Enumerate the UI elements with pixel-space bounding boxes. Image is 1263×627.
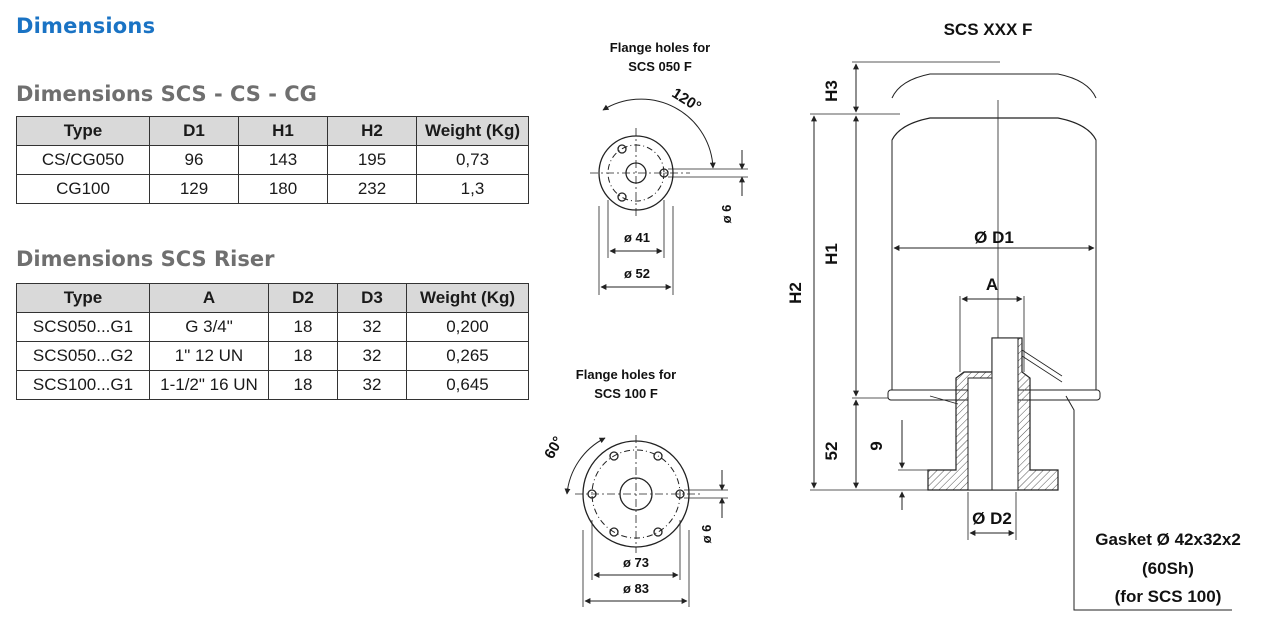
cell-a: G 3/4" <box>149 312 269 342</box>
col-header-type: Type <box>16 116 150 146</box>
dim-h2: H2 <box>786 282 805 304</box>
table2-heading: Dimensions SCS Riser <box>16 247 275 271</box>
flange-100-hole <box>653 527 663 537</box>
flange-100-title-line2: SCS 100 F <box>594 386 658 401</box>
cell-type: SCS100...G1 <box>16 370 150 400</box>
cell-h1: 143 <box>238 145 328 175</box>
dim-h3: H3 <box>822 80 841 102</box>
gasket-label-line3: (for SCS 100) <box>1115 587 1222 606</box>
dimensions-table-scs-cs-cg: Type D1 H1 H2 Weight (Kg) CS/CG050 96 14… <box>16 116 529 204</box>
flange-100-hole-dim: ø 6 <box>699 525 714 544</box>
flange-050-title-line2: SCS 050 F <box>628 59 692 74</box>
dim-d2: Ø D2 <box>972 509 1012 528</box>
flange-050-title-line1: Flange holes for <box>610 40 710 55</box>
flange-050-angle: 120° <box>669 85 704 116</box>
table-row: CS/CG050 96 143 195 0,73 <box>16 145 529 175</box>
table-row: SCS100...G1 1-1/2" 16 UN 18 32 0,645 <box>16 370 529 400</box>
flange-100-inner-dim: ø 73 <box>623 555 649 570</box>
dim-h1: H1 <box>822 243 841 265</box>
cell-d3: 32 <box>337 370 407 400</box>
flange-050-outer-dim: ø 52 <box>624 266 650 281</box>
dim-52: 52 <box>822 442 841 461</box>
cell-h2: 232 <box>327 174 417 204</box>
dim-9: 9 <box>867 441 886 450</box>
cell-d3: 32 <box>337 341 407 371</box>
col-header-type: Type <box>16 283 150 313</box>
cell-h2: 195 <box>327 145 417 175</box>
flange-050-inner-dim: ø 41 <box>624 230 650 245</box>
col-header-d3: D3 <box>337 283 407 313</box>
flange-100-outer-dim: ø 83 <box>623 581 649 596</box>
flange-050-hole <box>617 144 627 154</box>
table-row: CG100 129 180 232 1,3 <box>16 174 529 204</box>
cell-d2: 18 <box>268 370 338 400</box>
flange-100-title-line1: Flange holes for <box>576 367 676 382</box>
cell-type: CS/CG050 <box>16 145 150 175</box>
col-header-d2: D2 <box>268 283 338 313</box>
flange-100-hole <box>609 527 619 537</box>
cell-d1: 96 <box>149 145 239 175</box>
flange-050-hole <box>617 192 627 202</box>
cell-weight: 0,73 <box>416 145 529 175</box>
cell-weight: 1,3 <box>416 174 529 204</box>
flange-100-angle: 60° <box>541 434 567 462</box>
col-header-d1: D1 <box>149 116 239 146</box>
cell-d2: 18 <box>268 341 338 371</box>
table-header-row: Type D1 H1 H2 Weight (Kg) <box>16 116 529 146</box>
flange-100-hole <box>609 451 619 461</box>
flange-100-hole <box>675 489 685 499</box>
flange-050-hole <box>659 168 669 178</box>
flange-050-hole-dim: ø 6 <box>719 205 734 224</box>
col-header-h1: H1 <box>238 116 328 146</box>
dim-a: A <box>986 275 998 294</box>
gasket-label-line2: (60Sh) <box>1142 559 1194 578</box>
col-header-weight: Weight (Kg) <box>406 283 529 313</box>
col-header-h2: H2 <box>327 116 417 146</box>
section-title: SCS XXX F <box>944 20 1033 39</box>
cell-weight: 0,645 <box>406 370 529 400</box>
dimensions-table-scs-riser: Type A D2 D3 Weight (Kg) SCS050...G1 G 3… <box>16 283 529 400</box>
scs-section-drawing: SCS XXX F H3 H1 H2 52 9 Ø D1 <box>786 20 1241 611</box>
table1-heading: Dimensions SCS - CS - CG <box>16 82 317 106</box>
section-title: Dimensions <box>16 14 156 38</box>
cell-h1: 180 <box>238 174 328 204</box>
flange-050-drawing: Flange holes for SCS 050 F 120° ø 6 ø 41… <box>590 40 748 295</box>
cell-weight: 0,200 <box>406 312 529 342</box>
cell-a: 1-1/2" 16 UN <box>149 370 269 400</box>
flange-100-drawing: Flange holes for SCS 100 F 60° ø 6 ø 73 … <box>541 367 728 607</box>
cell-type: CG100 <box>16 174 150 204</box>
col-header-weight: Weight (Kg) <box>416 116 529 146</box>
cell-weight: 0,265 <box>406 341 529 371</box>
dim-d1: Ø D1 <box>974 228 1014 247</box>
table-header-row: Type A D2 D3 Weight (Kg) <box>16 283 529 313</box>
flange-100-hole <box>653 451 663 461</box>
gasket-label-line1: Gasket Ø 42x32x2 <box>1095 530 1241 549</box>
cell-d2: 18 <box>268 312 338 342</box>
table-row: SCS050...G2 1" 12 UN 18 32 0,265 <box>16 341 529 371</box>
cell-type: SCS050...G1 <box>16 312 150 342</box>
